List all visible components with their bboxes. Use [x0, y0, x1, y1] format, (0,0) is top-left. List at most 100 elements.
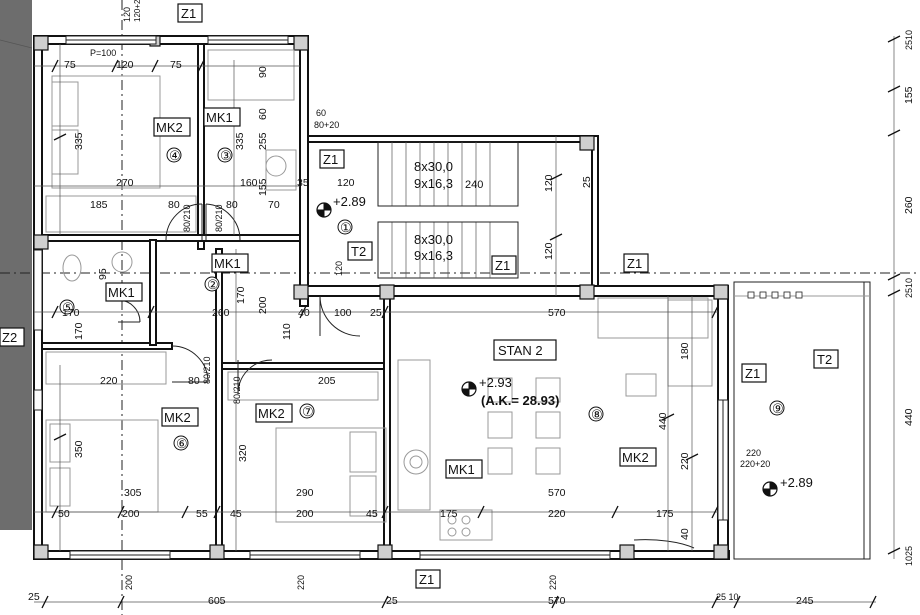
- svg-text:40: 40: [298, 307, 310, 319]
- svg-text:Z2: Z2: [2, 330, 17, 345]
- svg-text:80+20: 80+20: [314, 120, 339, 130]
- dim-120-stair-b: 120: [543, 242, 555, 260]
- svg-text:200: 200: [296, 508, 314, 520]
- svg-text:P=100: P=100: [90, 48, 116, 58]
- svg-text:+2.89: +2.89: [780, 475, 813, 490]
- room-number-8: ⑧: [588, 406, 604, 422]
- dim-255: 255: [257, 132, 269, 150]
- room-number-7: ⑦: [299, 403, 315, 419]
- dim-1025: 1025: [904, 546, 914, 566]
- tag-mk1-kitchen: MK1: [445, 459, 483, 479]
- svg-text:MK2: MK2: [258, 406, 285, 421]
- tag-mk2-room6: MK2: [161, 407, 199, 427]
- dim-155: 155: [257, 178, 269, 196]
- svg-text:T2: T2: [817, 352, 832, 367]
- svg-text:MK1: MK1: [448, 462, 475, 477]
- svg-text:290: 290: [296, 487, 314, 499]
- svg-text:STAN 2: STAN 2: [498, 343, 543, 358]
- dim-155-right: 155: [903, 86, 915, 104]
- room-number-9: ⑨: [769, 400, 785, 416]
- svg-text:MK1: MK1: [108, 285, 135, 300]
- level-marker-stair: +2.89: [316, 194, 366, 218]
- svg-text:(A.K.= 28.93): (A.K.= 28.93): [481, 393, 559, 408]
- svg-text:9x16,3: 9x16,3: [414, 176, 453, 191]
- svg-text:75: 75: [64, 59, 76, 71]
- dim-440: 440: [657, 412, 669, 430]
- svg-text:70: 70: [268, 199, 280, 211]
- tag-mk1-room2: MK1: [211, 253, 249, 273]
- svg-text:Z1: Z1: [181, 6, 196, 21]
- apartment-name-tag: STAN 2: [493, 339, 557, 361]
- dim-80210-a: 80/210: [182, 204, 192, 232]
- dim-200-bottom-a: 200: [124, 575, 134, 590]
- svg-text:35: 35: [297, 177, 309, 189]
- svg-text:+2.89: +2.89: [333, 194, 366, 209]
- svg-text:Z1: Z1: [419, 572, 434, 587]
- svg-text:305: 305: [124, 487, 142, 499]
- svg-text:T2: T2: [351, 244, 366, 259]
- svg-text:60: 60: [316, 108, 326, 118]
- svg-text:Z1: Z1: [745, 366, 760, 381]
- svg-text:⑨: ⑨: [772, 401, 784, 416]
- dim-120-20: 120+20: [133, 0, 142, 22]
- tag-z1-bottom: Z1: [415, 569, 441, 589]
- tag-t2-terrace: T2: [813, 349, 839, 369]
- dim-95: 95: [97, 268, 109, 280]
- dim-90: 90: [257, 66, 269, 78]
- windows: [33, 35, 729, 560]
- svg-text:⑤: ⑤: [62, 300, 74, 315]
- svg-text:570: 570: [548, 307, 566, 319]
- svg-text:⑦: ⑦: [302, 404, 314, 419]
- tag-z1-top: Z1: [177, 3, 203, 23]
- svg-text:25: 25: [28, 591, 40, 603]
- dim-200-mid: 200: [257, 296, 269, 314]
- svg-text:75: 75: [170, 59, 182, 71]
- svg-text:240: 240: [465, 179, 483, 191]
- tag-mk2-room4: MK2: [153, 117, 191, 137]
- svg-text:45: 45: [230, 508, 242, 520]
- svg-text:120: 120: [116, 59, 134, 71]
- svg-text:175: 175: [440, 508, 458, 520]
- svg-text:Z1: Z1: [495, 258, 510, 273]
- svg-text:MK2: MK2: [164, 410, 191, 425]
- svg-text:220: 220: [100, 375, 118, 387]
- tag-mk2-room7: MK2: [255, 403, 293, 423]
- dim-120-top: 120: [122, 7, 132, 22]
- tag-mk2-living: MK2: [619, 447, 657, 467]
- tag-z2-left: Z2: [0, 327, 25, 347]
- svg-text:120: 120: [337, 177, 355, 189]
- svg-text:245: 245: [796, 595, 814, 607]
- svg-text:8x30,0: 8x30,0: [414, 159, 453, 174]
- tag-z1-terrace: Z1: [741, 363, 767, 383]
- dimension-labels: 75 120 75 P=100 270 160 35 120 185 80 80…: [28, 48, 814, 607]
- stair-flights: [377, 141, 519, 279]
- tag-z1-right: Z1: [623, 253, 649, 273]
- stair-labels: 8x30,0 9x16,3 240 8x30,0 9x16,3: [414, 159, 483, 263]
- svg-text:80: 80: [188, 375, 200, 387]
- svg-text:160: 160: [240, 177, 258, 189]
- svg-text:9x16,3: 9x16,3: [414, 248, 453, 263]
- svg-text:185: 185: [90, 199, 108, 211]
- room-number-2: ②: [204, 276, 220, 292]
- dim-80210-d: 80/210: [232, 376, 242, 404]
- dim-170-left: 170: [73, 322, 85, 340]
- dim-220-bottom: 220: [296, 575, 306, 590]
- svg-text:③: ③: [220, 148, 232, 163]
- svg-text:270: 270: [116, 177, 134, 189]
- dim-170-mid: 170: [235, 286, 247, 304]
- svg-text:55: 55: [196, 508, 208, 520]
- svg-text:Z1: Z1: [323, 152, 338, 167]
- dim-120-stair-a: 120: [543, 174, 555, 192]
- svg-text:25: 25: [370, 307, 382, 319]
- left-margin-strip: [0, 0, 32, 530]
- dim-80210-b: 80/210: [214, 204, 224, 232]
- svg-text:25 10: 25 10: [716, 592, 739, 602]
- tag-t2-stair: T2: [347, 241, 373, 261]
- svg-text:①: ①: [340, 220, 352, 235]
- dim-220-bottom-b: 220: [548, 575, 558, 590]
- room-number-1: ①: [337, 219, 353, 235]
- svg-text:605: 605: [208, 595, 226, 607]
- dim-220-living: 220: [679, 452, 691, 470]
- svg-text:Z1: Z1: [627, 256, 642, 271]
- svg-text:200: 200: [122, 508, 140, 520]
